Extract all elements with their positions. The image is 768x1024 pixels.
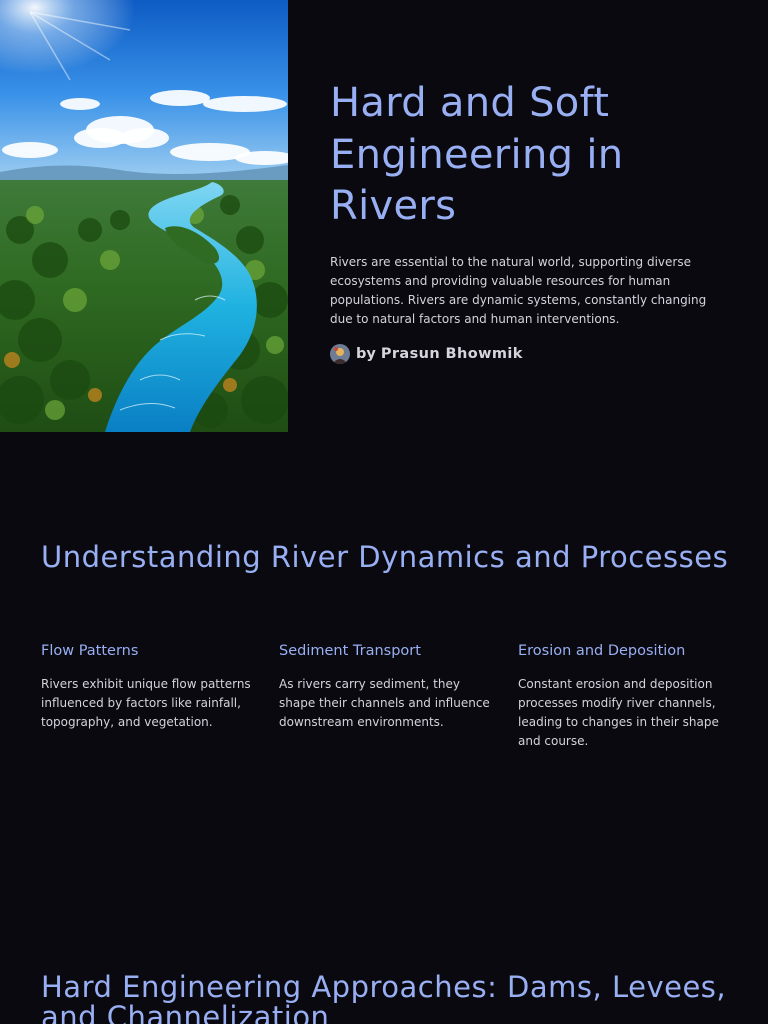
card-body: As rivers carry sediment, they shape the… bbox=[279, 677, 490, 729]
card-flow-patterns: Flow Patterns Rivers exhibit unique flow… bbox=[41, 640, 256, 732]
section-title-dynamics: Understanding River Dynamics and Process… bbox=[41, 540, 729, 574]
author-name: Prasun Bhowmik bbox=[380, 345, 523, 362]
card-sediment-transport: Sediment Transport As rivers carry sedim… bbox=[279, 640, 494, 732]
author-prefix: by bbox=[356, 345, 376, 362]
card-heading: Flow Patterns bbox=[41, 643, 139, 659]
avatar bbox=[330, 343, 350, 364]
author-byline: by Prasun Bhowmik bbox=[330, 343, 730, 365]
card-heading: Erosion and Deposition bbox=[518, 643, 686, 659]
card-heading: Sediment Transport bbox=[279, 643, 421, 659]
card-body: Rivers exhibit unique flow patterns infl… bbox=[41, 677, 251, 729]
page-title: Hard and Soft Engineering in Rivers bbox=[330, 80, 624, 229]
hero-section: Hard and Soft Engineering in Rivers Rive… bbox=[0, 0, 768, 432]
card-body: Constant erosion and deposition processe… bbox=[518, 677, 719, 748]
section-title-hard-engineering: Hard Engineering Approaches: Dams, Levee… bbox=[41, 970, 727, 1024]
hero-river-image bbox=[0, 0, 288, 432]
hero-text: Hard and Soft Engineering in Rivers Rive… bbox=[330, 78, 730, 365]
hero-description: Rivers are essential to the natural worl… bbox=[330, 254, 707, 326]
card-erosion-deposition: Erosion and Deposition Constant erosion … bbox=[518, 640, 733, 751]
